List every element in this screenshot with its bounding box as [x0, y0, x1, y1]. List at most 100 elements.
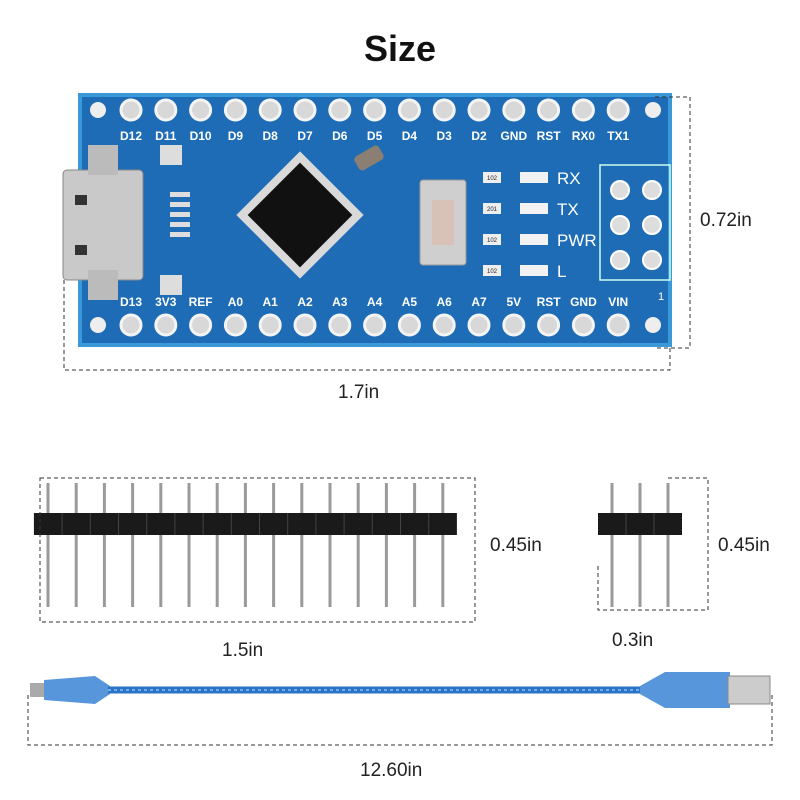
pin-label-a5: A5 — [402, 295, 418, 309]
pin-pad — [119, 313, 143, 337]
pin-pad — [189, 313, 213, 337]
mounting-hole — [645, 317, 661, 333]
pin-label-d13: D13 — [120, 295, 142, 309]
header-pin — [441, 483, 445, 607]
pin-pad — [223, 313, 247, 337]
pin-label-gnd: GND — [500, 129, 527, 143]
mounting-hole — [90, 317, 106, 333]
long-header-width-label: 1.5in — [222, 640, 264, 661]
pin-pad — [293, 98, 317, 122]
pin-label-a3: A3 — [332, 295, 348, 309]
pin-pad — [223, 98, 247, 122]
pin-label-a1: A1 — [263, 295, 279, 309]
cable-dimension-line — [27, 695, 773, 746]
pin-label-vin: VIN — [608, 295, 628, 309]
pin-label-d10: D10 — [190, 129, 212, 143]
pin-pad — [189, 98, 213, 122]
long-pin-header — [33, 483, 457, 607]
pin-label-a6: A6 — [437, 295, 453, 309]
pin-pad — [119, 98, 143, 122]
pin-label-d5: D5 — [367, 129, 383, 143]
icsp-pin1-mark: 1 — [658, 291, 664, 303]
led-label-l: L — [557, 262, 566, 281]
resistor — [483, 265, 501, 276]
pin-label-a0: A0 — [228, 295, 244, 309]
long-header-height-label: 0.45in — [490, 535, 542, 556]
pin-label-d3: D3 — [437, 129, 453, 143]
resistor-code: 102 — [487, 238, 498, 244]
pin-label-a7: A7 — [471, 295, 487, 309]
pin-label-d6: D6 — [332, 129, 348, 143]
resistor-code: 201 — [487, 207, 498, 213]
pin-label-a4: A4 — [367, 295, 383, 309]
resistor — [483, 234, 501, 245]
pin-pad — [571, 98, 595, 122]
pin-label-d4: D4 — [402, 129, 418, 143]
pin-label-rst: RST — [537, 129, 562, 143]
pin-pad — [606, 313, 630, 337]
pcb — [80, 95, 670, 345]
led-label-pwr: PWR — [557, 231, 597, 250]
pin-label-d7: D7 — [297, 129, 313, 143]
header-pin — [187, 483, 191, 607]
pin-pad — [432, 98, 456, 122]
header-pin — [74, 483, 78, 607]
pin-label-3v3: 3V3 — [155, 295, 177, 309]
microcontroller-chip — [236, 151, 364, 279]
icsp-header — [599, 164, 671, 281]
header-plastic-block — [33, 513, 457, 535]
header-pin — [300, 483, 304, 607]
pin-pad — [537, 98, 561, 122]
board-width-label: 1.7in — [338, 382, 380, 403]
resistor — [483, 172, 501, 183]
cable-length-label: 12.60in — [360, 760, 423, 781]
usb-a-plug — [727, 675, 771, 705]
pin-pad — [397, 313, 421, 337]
header-plastic-block — [598, 513, 682, 535]
micro-usb-port — [62, 169, 144, 281]
pin-pad — [328, 98, 352, 122]
pin-pad — [154, 98, 178, 122]
led — [520, 265, 548, 276]
mounting-hole — [645, 102, 661, 118]
resistor-code: 102 — [487, 269, 498, 275]
pin-pad — [502, 98, 526, 122]
mounting-hole — [90, 102, 106, 118]
header-pin — [666, 483, 670, 607]
icsp-pin — [642, 180, 662, 200]
icsp-pin — [642, 215, 662, 235]
icsp-pin — [610, 250, 630, 270]
pin-label-rst: RST — [537, 295, 562, 309]
pin-label-tx1: TX1 — [607, 129, 629, 143]
icsp-pin — [642, 250, 662, 270]
header-pin — [243, 483, 247, 607]
pin-label-d2: D2 — [471, 129, 487, 143]
header-pin — [159, 483, 163, 607]
header-pin — [215, 483, 219, 607]
header-pin — [46, 483, 50, 607]
header-pin — [638, 483, 642, 607]
pin-pad — [258, 313, 282, 337]
page-title: Size — [363, 28, 437, 69]
board-height-label: 0.72in — [700, 210, 752, 231]
crystal — [354, 145, 384, 171]
pin-label-d9: D9 — [228, 129, 244, 143]
pin-label-a2: A2 — [297, 295, 313, 309]
header-pin — [610, 483, 614, 607]
pin-pad — [571, 313, 595, 337]
pin-label-d8: D8 — [263, 129, 279, 143]
pin-pad — [258, 98, 282, 122]
pin-pad — [537, 313, 561, 337]
header-pin — [131, 483, 135, 607]
pin-pad — [154, 313, 178, 337]
pin-pad — [363, 313, 387, 337]
usb-cable — [30, 672, 771, 708]
icsp-pin — [610, 215, 630, 235]
pin-pad — [432, 313, 456, 337]
pin-pad — [606, 98, 630, 122]
short-pin-header — [598, 483, 682, 607]
pin-label-ref: REF — [189, 295, 213, 309]
